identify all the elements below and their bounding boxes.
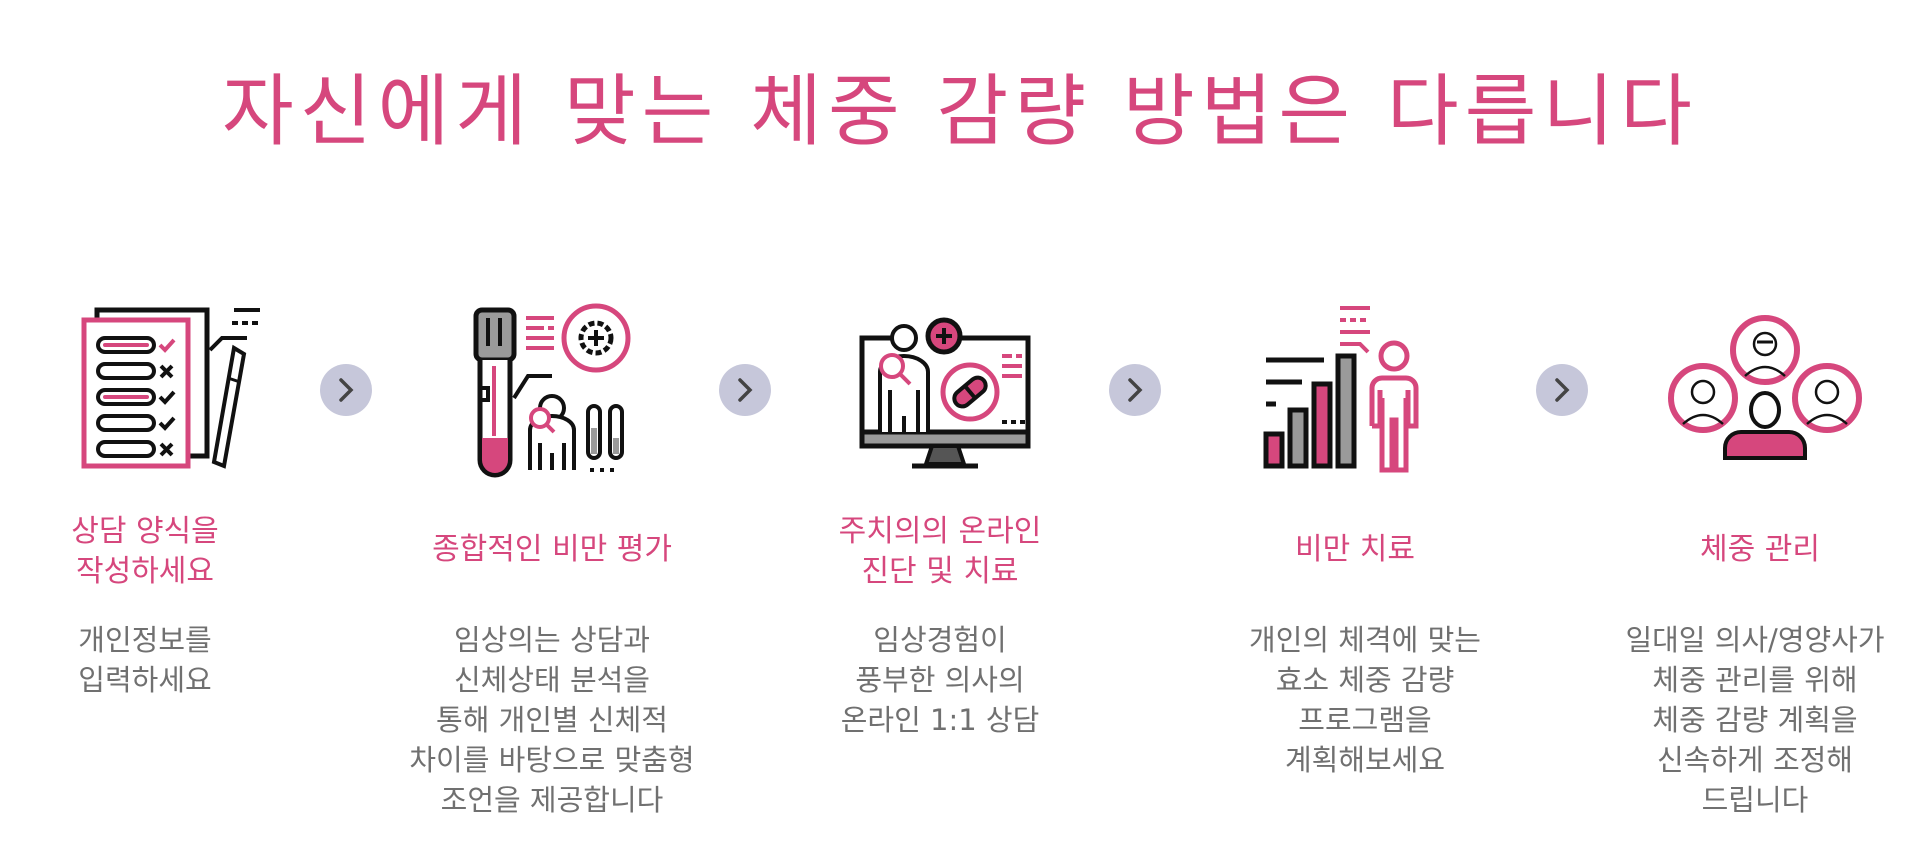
step-description: 임상의는 상담과 신체상태 분석을 통해 개인별 신체적 차이를 바탕으로 맞춤… — [409, 623, 695, 817]
blood-test-analysis-icon — [460, 298, 660, 478]
step-description: 임상경험이 풍부한 의사의 온라인 1:1 상담 — [840, 623, 1040, 737]
step-description: 개인의 체격에 맞는 효소 체중 감량 프로그램을 계획해보세요 — [1249, 623, 1481, 777]
step-heading: 체중 관리 — [1700, 532, 1820, 567]
next-arrow-button[interactable] — [320, 364, 372, 416]
step-heading: 주치의의 온라인 진단 및 치료 — [838, 514, 1042, 589]
bar-chart-person-icon — [1252, 298, 1452, 478]
checklist-form-icon — [62, 298, 262, 478]
chevron-right-icon — [339, 378, 354, 402]
online-doctor-monitor-icon — [852, 298, 1052, 478]
next-arrow-button[interactable] — [719, 364, 771, 416]
care-team-icon — [1665, 298, 1865, 478]
next-arrow-button[interactable] — [1109, 364, 1161, 416]
chevron-right-icon — [1128, 378, 1143, 402]
next-arrow-button[interactable] — [1536, 364, 1588, 416]
chevron-right-icon — [738, 378, 753, 402]
page-title: 자신에게 맞는 체중 감량 방법은 다릅니다 — [222, 67, 1698, 157]
step-heading: 종합적인 비만 평가 — [432, 532, 672, 567]
chevron-right-icon — [1555, 378, 1570, 402]
step-heading: 비만 치료 — [1295, 532, 1415, 567]
step-heading: 상담 양식을 작성하세요 — [71, 514, 219, 589]
step-description: 일대일 의사/영양사가 체중 관리를 위해 체중 감량 계획을 신속하게 조정해… — [1625, 623, 1885, 817]
step-description: 개인정보를 입력하세요 — [78, 623, 212, 697]
